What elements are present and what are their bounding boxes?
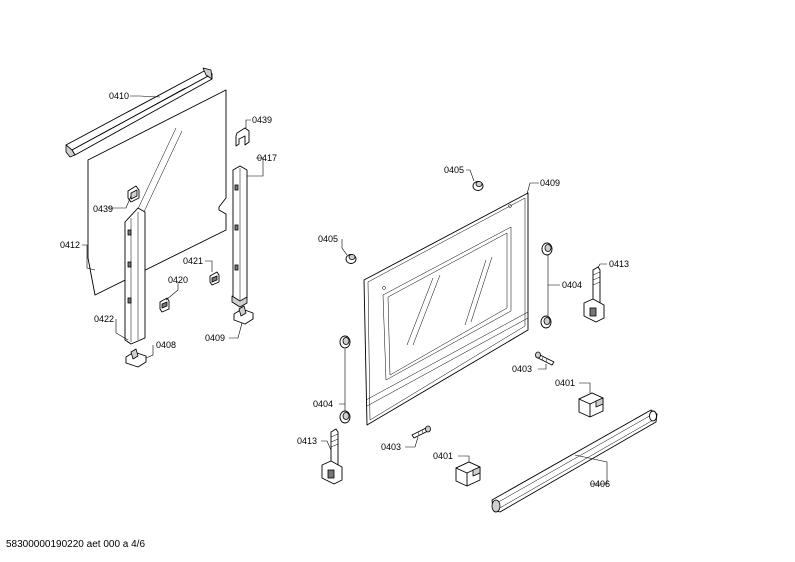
roller-0404-upper-left (339, 335, 351, 349)
clip-0439-lower (127, 185, 140, 203)
pin-0403-left (411, 425, 431, 439)
label-0404-left: 0404 (313, 399, 333, 409)
label-0413-left: 0413 (297, 436, 317, 446)
outer-door-glass (363, 192, 529, 426)
hinge-0413-left (321, 428, 343, 485)
label-0439-lower: 0439 (93, 204, 113, 214)
label-0403-right: 0403 (512, 364, 532, 374)
inner-glass-pane (87, 89, 227, 296)
label-0413-right: 0413 (609, 259, 629, 269)
roller-0404-lower-left (339, 410, 351, 424)
label-0405-right: 0405 (444, 165, 464, 175)
bumper-0405-left (345, 254, 357, 264)
label-0405-left: 0405 (318, 234, 338, 244)
left-hinge-rail (124, 207, 146, 345)
latch-0421 (209, 271, 220, 286)
label-0404-right: 0404 (562, 280, 582, 290)
label-0422: 0422 (94, 314, 114, 324)
label-0406: 0406 (590, 479, 610, 489)
label-0409-left: 0409 (205, 333, 225, 343)
label-0401-right: 0401 (555, 378, 575, 388)
label-0439-upper: 0439 (252, 115, 272, 125)
label-0412: 0412 (60, 240, 80, 250)
bracket-0408 (125, 348, 147, 368)
label-0421: 0421 (183, 256, 203, 266)
clip-0439-upper (235, 127, 250, 147)
label-0410: 0410 (109, 91, 129, 101)
top-trim-bar (65, 67, 213, 158)
latch-0420 (159, 297, 170, 313)
label-0409-right: 0409 (540, 178, 560, 188)
pin-0403-right (535, 351, 555, 366)
leader-lines (82, 95, 608, 485)
bumper-0405-right (472, 181, 484, 191)
label-0420: 0420 (168, 275, 188, 285)
label-0401-left: 0401 (433, 451, 453, 461)
part-labels: 0410 0439 0439 0417 0412 0421 0420 0422 … (60, 91, 629, 489)
right-hinge-rail (231, 165, 248, 308)
document-footer: 58300000190220 aet 000 a 4/6 (6, 539, 146, 550)
hinge-0413-right (583, 266, 605, 323)
block-0401-left (455, 461, 481, 487)
roller-0404-upper-right (541, 242, 553, 256)
bracket-0409-left (233, 305, 254, 325)
label-0417: 0417 (257, 153, 277, 163)
roller-0404-lower-right (540, 315, 552, 329)
door-handle (491, 409, 658, 513)
label-0403-left: 0403 (381, 442, 401, 452)
label-0408: 0408 (156, 340, 176, 350)
block-0401-right (578, 392, 604, 418)
